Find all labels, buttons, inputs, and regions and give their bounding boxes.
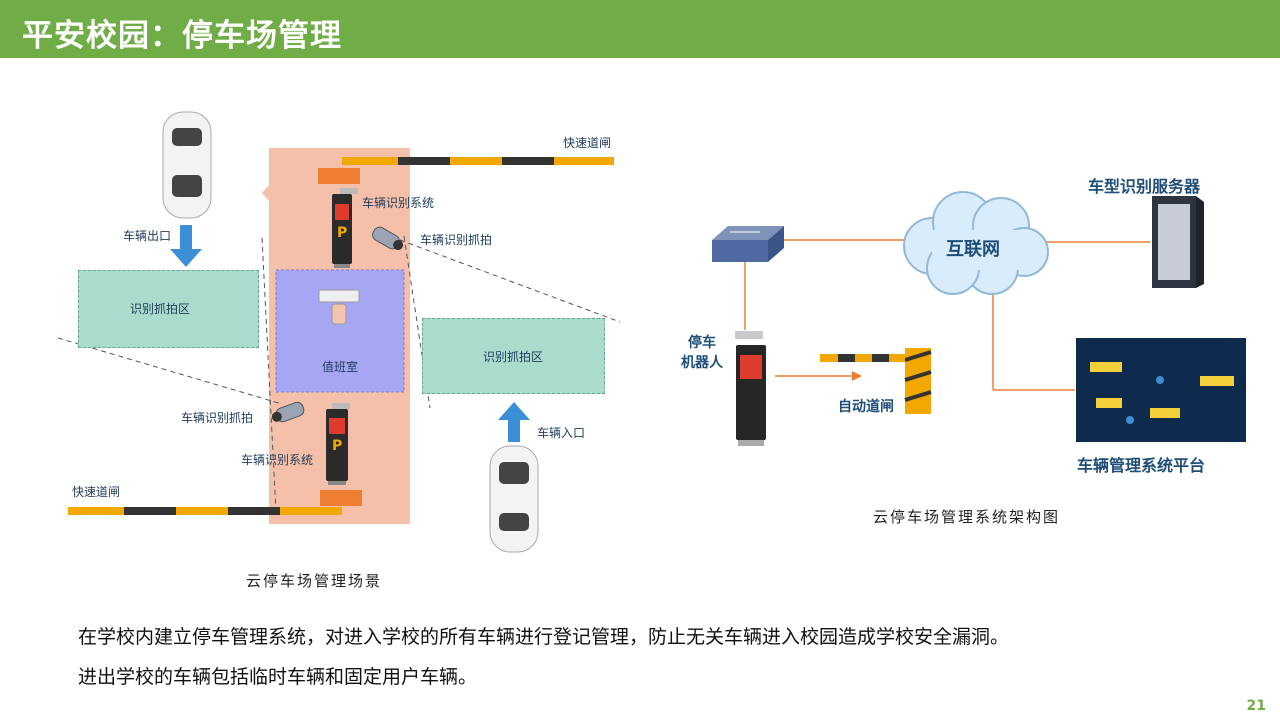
auto-gate-icon [820,348,932,414]
fast-gate-top-label: 快速道闸 [563,136,612,150]
capture-zone-left-label: 识别抓拍区 [130,302,191,316]
platform-screen-icon [1076,338,1246,442]
auto-gate-label: 自动道闸 [838,399,894,415]
architecture-caption: 云停车场管理系统架构图 [873,508,1061,526]
desk-icon [318,289,360,303]
server-label: 车型识别服务器 [1088,177,1201,196]
fast-gate-bottom-label: 快速道闸 [72,485,121,499]
capture-zone-left [78,270,259,348]
fast-gate-bottom-arm [68,490,362,515]
camera-top [372,226,404,250]
platform-label: 车辆管理系统平台 [1077,456,1206,475]
car-entry-icon [489,445,539,553]
exit-arrow [170,225,202,267]
parking-robot-icon [735,331,766,446]
page-number: 21 [1246,698,1266,714]
recog-capture-top-label: 车辆识别抓拍 [420,233,493,247]
server-icon [1152,196,1204,288]
network-switch-icon [712,226,784,262]
recog-system-bottom-label: 车辆识别系统 [241,453,314,467]
kiosk-bottom [326,403,350,485]
exit-label: 车辆出口 [123,229,172,243]
car-exit-icon [162,111,212,219]
recog-system-top-label: 车辆识别系统 [362,196,435,210]
page-title: 平安校园：停车场管理 [22,18,342,54]
entrance-label: 车辆入口 [537,426,586,440]
capture-zone-right [422,318,605,394]
scene-caption: 云停车场管理场景 [246,572,383,590]
robot-label: 停车 机器人 [681,335,723,371]
duty-room-label: 值班室 [322,360,359,374]
recog-capture-bottom-label: 车辆识别抓拍 [181,411,254,425]
kiosk-top [332,188,358,268]
capture-zone-right-label: 识别抓拍区 [483,350,544,364]
camera-bottom [271,401,305,423]
entry-arrow [498,402,530,442]
description-line-2: 进出学校的车辆包括临时车辆和固定用户车辆。 [78,666,478,688]
description-line-1: 在学校内建立停车管理系统，对进入学校的所有车辆进行登记管理，防止无关车辆进入校园… [78,626,1010,648]
internet-label: 互联网 [946,239,1000,260]
fast-gate-top-arm [318,157,614,184]
kiosk-bottom-letter: P [332,438,343,454]
kiosk-top-letter: P [337,225,348,241]
title-bar: 平安校园：停车场管理 [0,0,1280,58]
internet-cloud-icon [903,191,1049,295]
